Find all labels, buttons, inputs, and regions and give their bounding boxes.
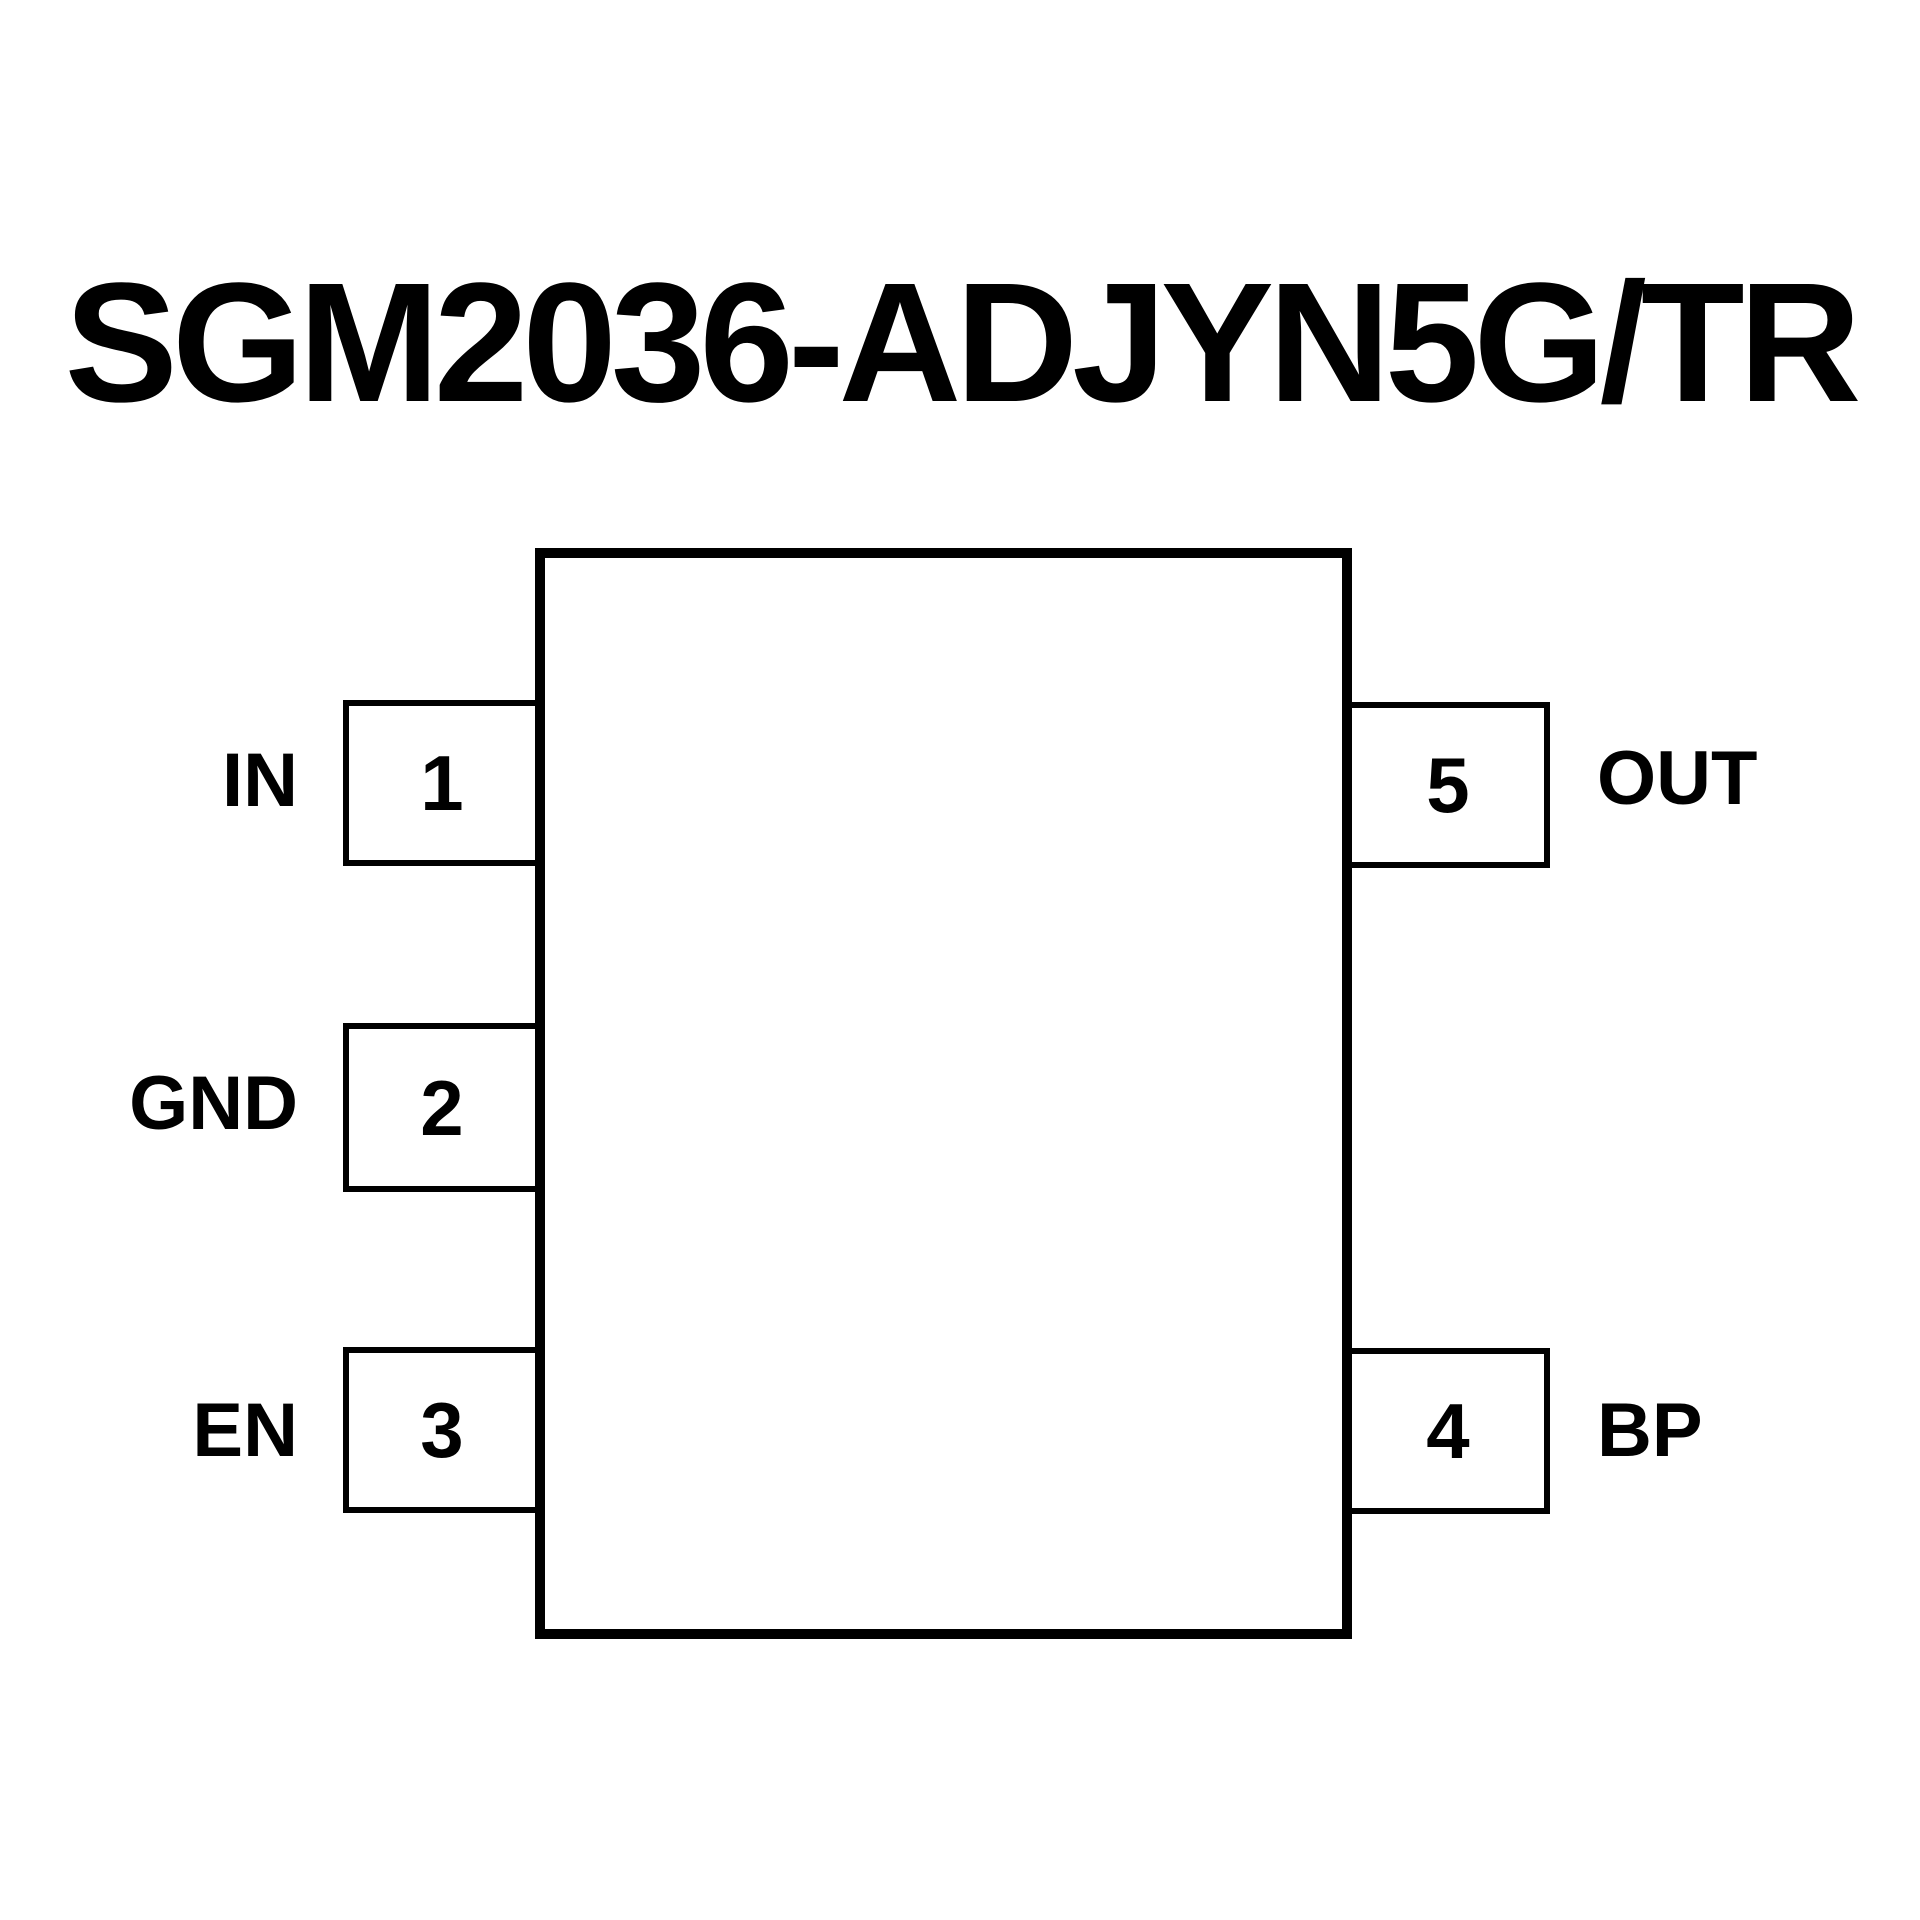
- pin-number-3: 3: [420, 1386, 464, 1474]
- ic-package-body: [535, 548, 1352, 1639]
- pin-label-out: OUT: [1597, 736, 1758, 821]
- pin-label-gnd: GND: [129, 1061, 298, 1146]
- part-number-title: SGM2036-ADJYN5G/TR: [64, 248, 1862, 438]
- pin-box-4: 4: [1352, 1348, 1550, 1514]
- pin-box-3: 3: [343, 1347, 535, 1513]
- pin-box-2: 2: [343, 1023, 535, 1192]
- pin-label-bp: BP: [1597, 1388, 1703, 1473]
- pin-box-1: 1: [343, 700, 535, 866]
- pin-number-4: 4: [1426, 1387, 1470, 1475]
- pin-number-2: 2: [420, 1063, 464, 1152]
- pin-label-in: IN: [222, 738, 298, 823]
- pin-number-1: 1: [420, 739, 464, 827]
- pin-label-en: EN: [192, 1388, 298, 1473]
- pin-number-5: 5: [1426, 741, 1470, 829]
- pin-box-5: 5: [1352, 702, 1550, 868]
